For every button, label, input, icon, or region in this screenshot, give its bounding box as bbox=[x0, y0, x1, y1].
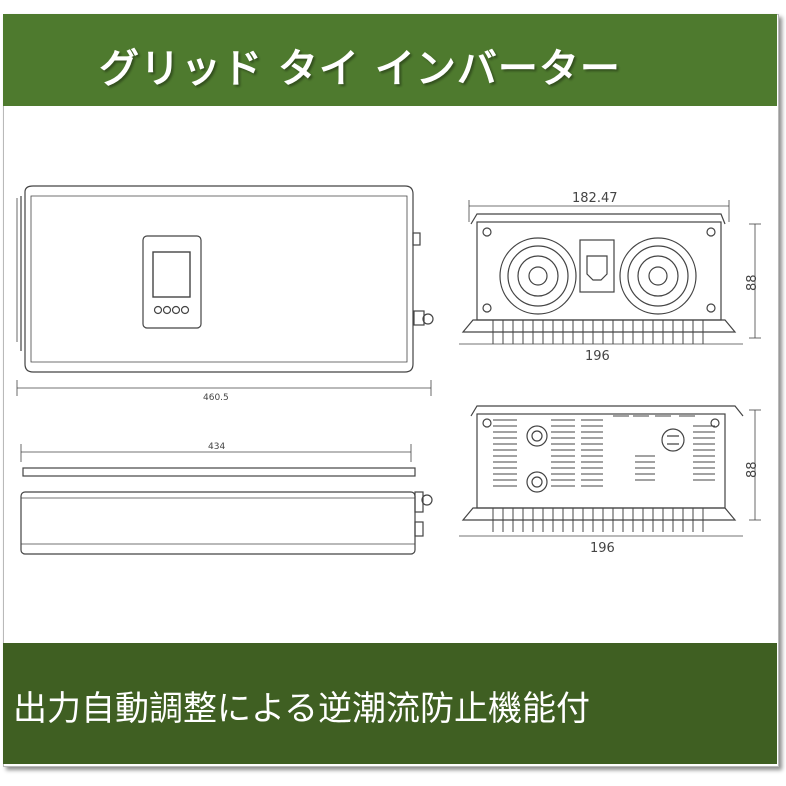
end-width-bottom-label: 196 bbox=[585, 349, 610, 364]
feature-caption: 出力自動調整による逆潮流防止機能付 bbox=[13, 689, 590, 729]
rear-view bbox=[459, 405, 761, 537]
technical-drawing: 460.5 434 bbox=[16, 185, 761, 556]
rear-view-fins bbox=[492, 508, 704, 532]
end-view bbox=[459, 200, 761, 345]
front-length-label: 460.5 bbox=[203, 393, 229, 403]
product-image-frame bbox=[3, 14, 779, 767]
rear-view-vents bbox=[493, 415, 715, 487]
rear-width-label: 196 bbox=[590, 541, 615, 556]
side-length-label: 434 bbox=[208, 442, 225, 452]
front-view bbox=[16, 185, 434, 396]
caption-banner: 出力自動調整による逆潮流防止機能付 bbox=[3, 643, 777, 764]
title-banner: グリッド タイ インバーター bbox=[3, 14, 777, 106]
side-view bbox=[20, 444, 433, 555]
page-title: グリッド タイ インバーター bbox=[99, 46, 621, 92]
end-view-fins bbox=[492, 320, 704, 344]
end-width-top-label: 182.47 bbox=[572, 191, 618, 206]
end-height-label: 88 bbox=[745, 274, 760, 291]
rear-height-label: 88 bbox=[745, 461, 760, 478]
